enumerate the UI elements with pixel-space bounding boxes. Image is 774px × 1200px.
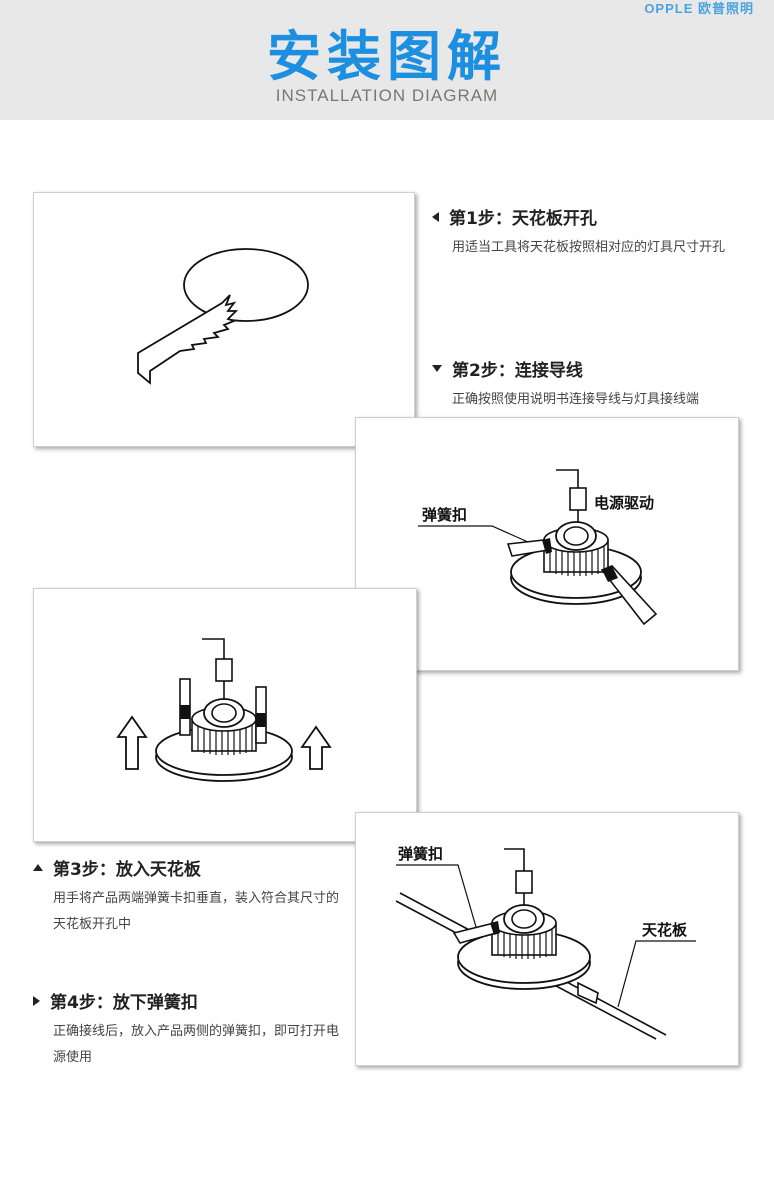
step-3-title: 第3步：放入天花板 [53, 860, 201, 880]
brand-logo: OPPLE 欧普照明 [644, 1, 754, 16]
diagram-panel-cut-hole [33, 192, 415, 447]
page-subtitle: INSTALLATION DIAGRAM [275, 86, 499, 105]
triangle-right-icon [33, 995, 40, 1006]
spring-clip-label-2: 弹簧扣 [398, 845, 443, 863]
triangle-up-icon [33, 864, 43, 871]
step-4-desc: 正确接线后，放入产品两侧的弹簧扣，即可打开电源使用 [53, 1024, 340, 1065]
ceiling-label: 天花板 [642, 921, 688, 939]
wiring-illustration: 弹簧扣 电源驱动 [418, 469, 658, 626]
step-4-title: 第4步：放下弹簧扣 [50, 993, 198, 1013]
diagram-panel-wiring: 弹簧扣 电源驱动 [355, 417, 739, 671]
step-1: 第1步：天花板开孔 用适当工具将天花板按照相对应的灯具尺寸开孔 [432, 204, 752, 261]
triangle-down-icon [432, 365, 442, 372]
up-arrow-right-icon [300, 725, 332, 770]
step-4: 第4步：放下弹簧扣 正确接线后，放入产品两侧的弹簧扣，即可打开电源使用 [33, 988, 343, 1071]
power-driver-label: 电源驱动 [594, 494, 654, 512]
up-arrow-left-icon [116, 715, 148, 770]
step-2-title: 第2步：连接导线 [452, 361, 583, 381]
page-title: 安装图解 [267, 25, 507, 88]
saw-cut-illustration [137, 248, 309, 385]
step-1-desc: 用适当工具将天花板按照相对应的灯具尺寸开孔 [452, 240, 726, 255]
diagram-panel-insert [33, 588, 417, 842]
step-2: 第2步：连接导线 正确按照使用说明书连接导线与灯具接线端 [432, 356, 752, 413]
spring-clip-label: 弹簧扣 [422, 506, 467, 524]
insert-illustration [116, 638, 332, 782]
header-banner: OPPLE 欧普照明 安装图解 INSTALLATION DIAGRAM [0, 0, 774, 120]
step-3: 第3步：放入天花板 用手将产品两端弹簧卡扣垂直，装入符合其尺寸的天花板开孔中 [33, 855, 343, 938]
step-2-desc: 正确按照使用说明书连接导线与灯具接线端 [452, 392, 700, 407]
step-3-desc: 用手将产品两端弹簧卡扣垂直，装入符合其尺寸的天花板开孔中 [53, 891, 340, 932]
step-1-title: 第1步：天花板开孔 [449, 209, 597, 229]
diagram-panel-release: 弹簧扣 天花板 [355, 812, 739, 1066]
release-illustration: 弹簧扣 天花板 [395, 845, 696, 1040]
triangle-left-icon [432, 211, 439, 222]
